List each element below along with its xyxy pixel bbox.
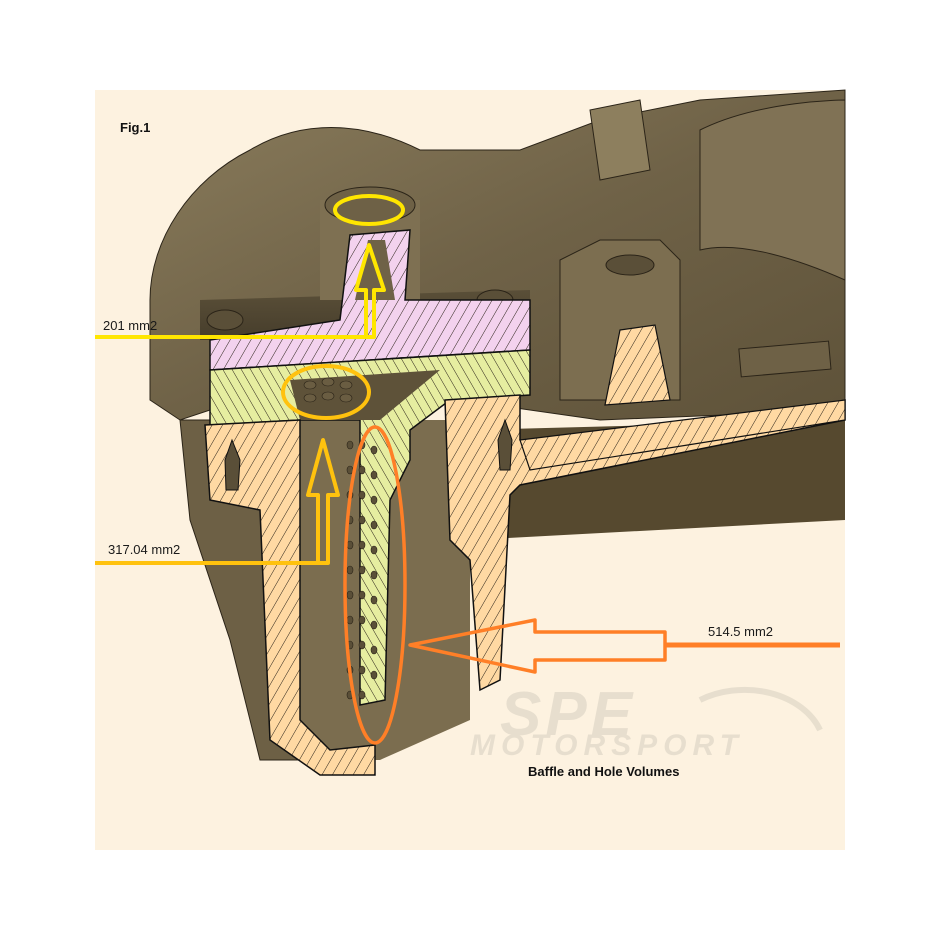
watermark-logo: SPE MOTORSPORT [470, 680, 823, 762]
figure-label: Fig.1 [120, 120, 151, 135]
inlet-area-annotation [95, 364, 371, 565]
inlet-area-label: 317.04 mm2 [108, 542, 181, 557]
baffle-area-label: 514.5 mm2 [708, 624, 774, 639]
outlet-area-label: 201 mm2 [103, 318, 158, 333]
outlet-area-annotation [95, 194, 405, 339]
section-orange-body [204, 419, 376, 776]
figure-caption: Baffle and Hole Volumes [528, 764, 680, 779]
baffle-area-annotation [343, 425, 840, 745]
svg-text:SPE: SPE [500, 680, 636, 749]
svg-text:MOTORSPORT: MOTORSPORT [470, 729, 744, 762]
baffle-holes [346, 440, 378, 700]
inlet-holes [303, 377, 353, 403]
